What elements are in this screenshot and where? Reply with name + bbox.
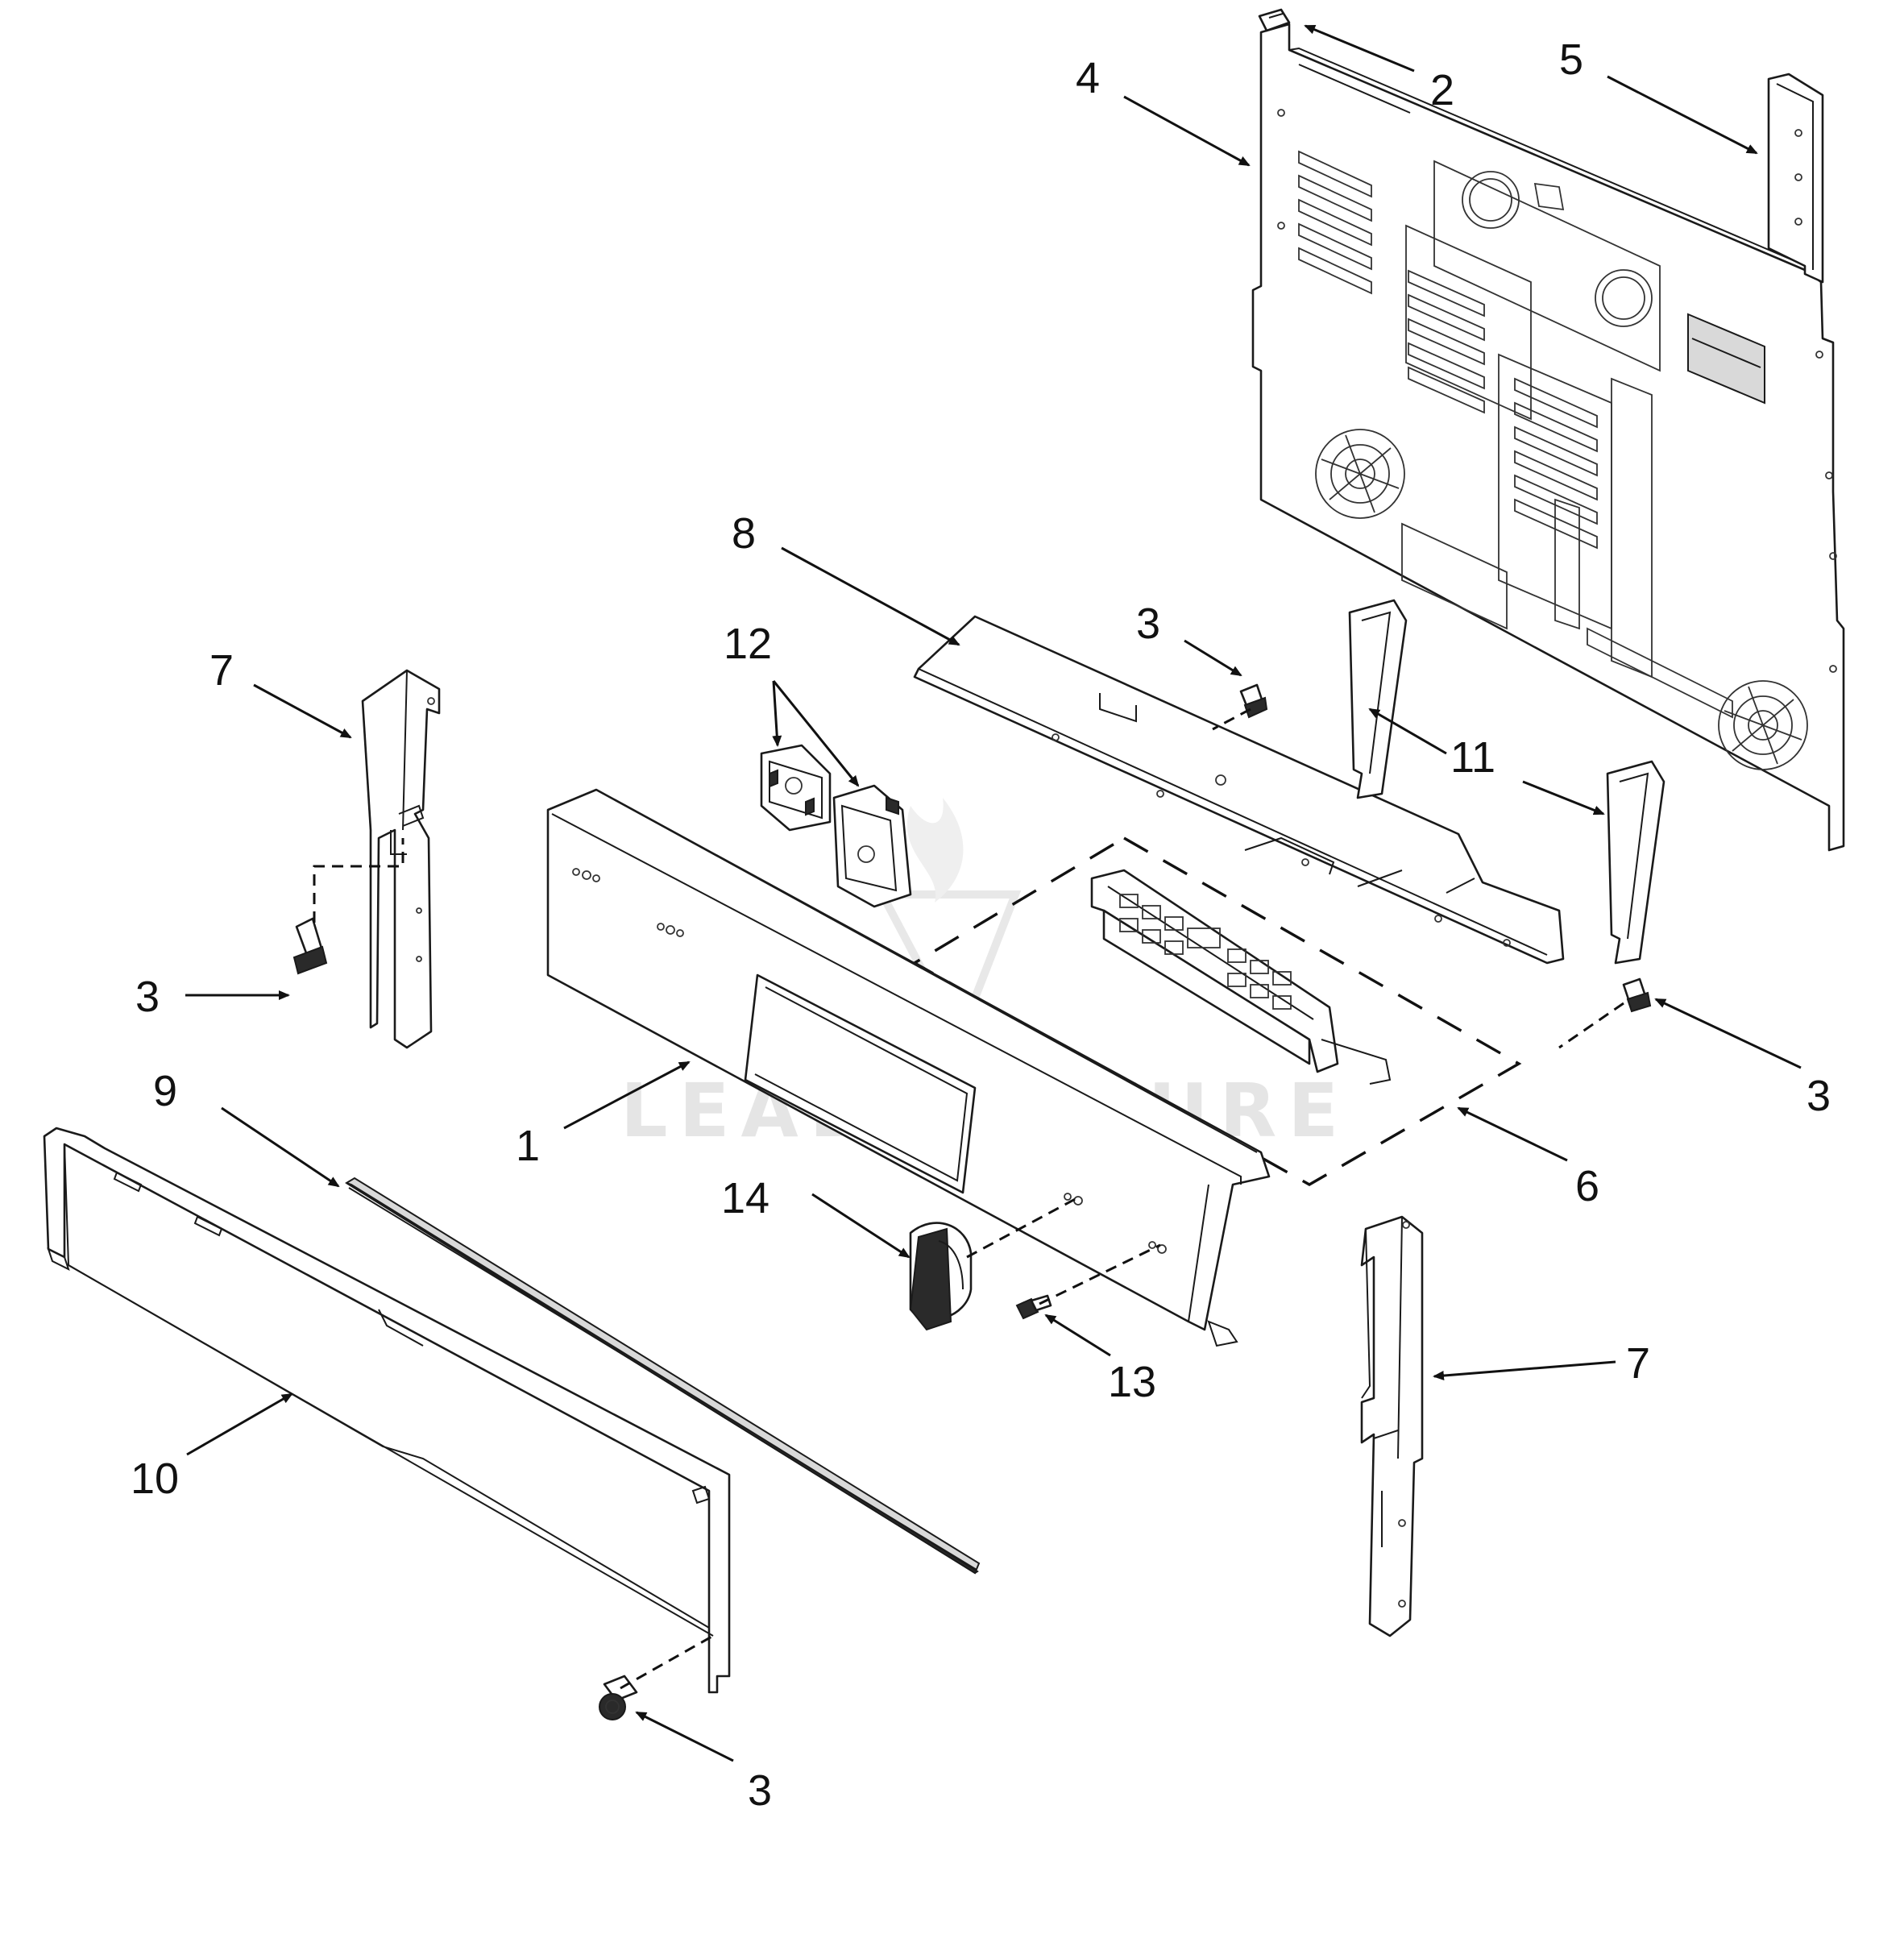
part-screw-3-c [1622,977,1652,1013]
part-lower-panel-10 [43,1127,731,1694]
callout-9: 9 [153,1067,177,1115]
leader-arrows [185,24,1802,1762]
callout-labels: 2 4 5 8 3 12 7 11 3 3 9 1 6 14 7 13 10 3 [131,35,1831,1815]
callout-14: 14 [721,1174,769,1222]
callout-7-right: 7 [1626,1339,1650,1388]
part-bracket-11-left [1348,599,1408,799]
part-trim-strip-9 [345,1177,981,1575]
part-bracket-8 [913,615,1565,965]
callout-8: 8 [732,509,756,558]
callout-7-left: 7 [209,646,234,695]
part-bracket-11-right [1606,760,1665,965]
callout-2: 2 [1430,66,1454,114]
part-switch-12a [760,744,832,832]
part-screw-3-a [292,917,328,975]
part-side-bracket-7-left [361,669,441,1049]
callout-3-d: 3 [748,1766,772,1815]
callout-12: 12 [724,620,772,668]
callout-3-c: 3 [1807,1072,1831,1120]
part-knob-14 [909,1222,973,1331]
part-screw-13 [1015,1294,1052,1320]
part-control-panel-1 [546,788,1271,1347]
part-bracket-5 [1767,73,1824,284]
part-rear-panel [1251,23,1845,852]
part-screw-3-d [599,1675,638,1720]
callout-5: 5 [1559,35,1583,84]
fastener-lines [313,708,1624,1690]
callout-4: 4 [1076,54,1100,102]
dashed-outline-6 [911,836,1522,1186]
callout-3-a: 3 [135,973,160,1021]
callout-13: 13 [1108,1358,1156,1406]
part-control-board-6 [1090,869,1392,1085]
callout-11: 11 [1450,733,1495,782]
callout-6: 6 [1575,1162,1599,1210]
part-screw-3-b [1239,683,1268,719]
part-side-bracket-7-right [1360,1215,1424,1637]
part-switch-12b [832,784,912,908]
part-screw-2 [1258,8,1291,32]
callout-1: 1 [516,1122,540,1170]
callout-10: 10 [131,1455,179,1503]
callout-3-b: 3 [1136,600,1160,648]
